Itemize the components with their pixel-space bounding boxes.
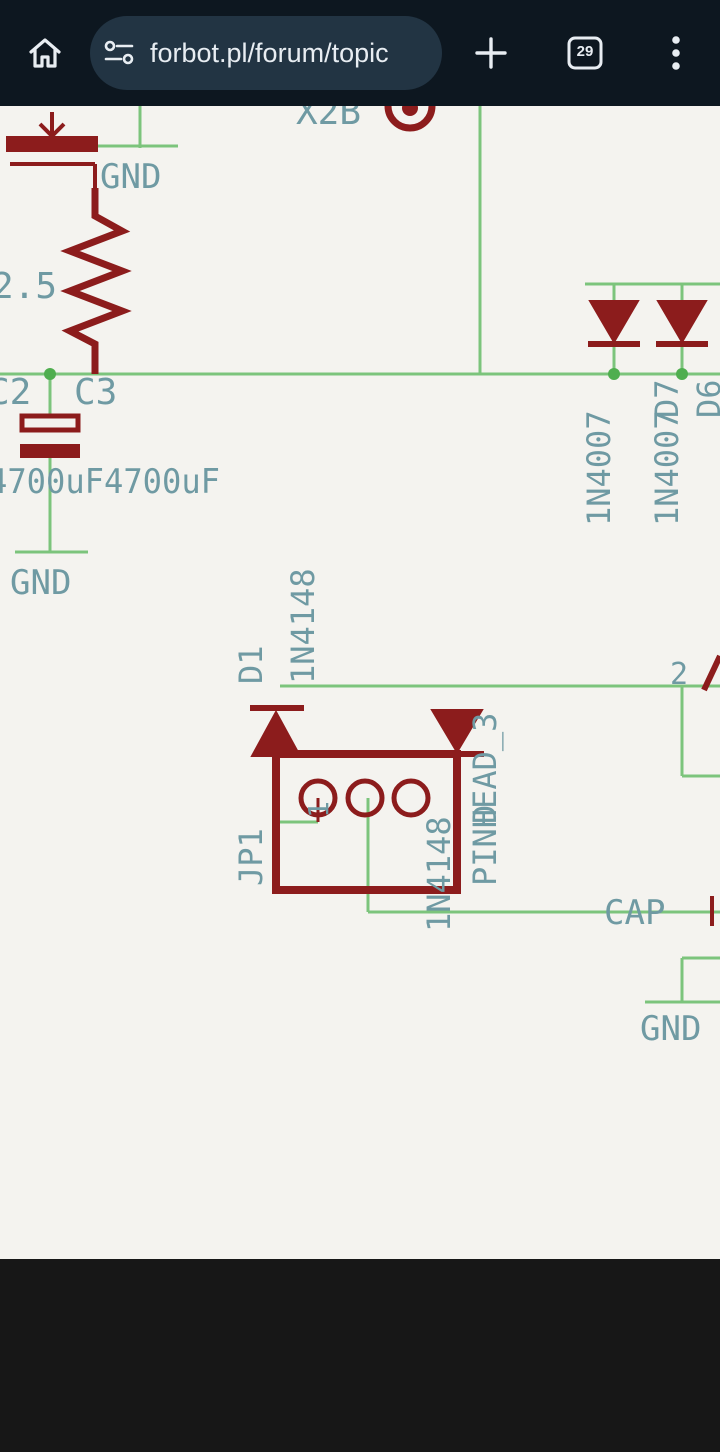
tab-switcher-button[interactable]	[553, 22, 617, 84]
wire-junctions	[44, 368, 688, 380]
label-d1: D1	[232, 645, 270, 684]
schematic-diagram: X2B GND 2.5 C2 C3 4700uF4700uF GND D1 1N…	[0, 106, 720, 1049]
label-d7-part: 1N4007	[580, 410, 618, 526]
label-d7: D7	[648, 379, 686, 418]
label-d2-part: 1N4148	[420, 816, 458, 932]
label-d6: D6	[690, 379, 720, 418]
plus-icon	[475, 37, 507, 69]
schematic-image-viewer[interactable]: X2B GND 2.5 C2 C3 4700uF4700uF GND D1 1N…	[0, 106, 720, 1259]
label-cap: CAP	[604, 893, 665, 933]
schematic-labels: X2B GND 2.5 C2 C3 4700uF4700uF GND D1 1N…	[0, 106, 720, 1049]
label-d6-part: 1N4007	[648, 410, 686, 526]
label-d2: D	[466, 805, 504, 824]
browser-toolbar: forbot.pl/forum/topic 29	[0, 0, 720, 106]
components	[6, 106, 720, 926]
label-gnd-right: GND	[640, 1009, 701, 1049]
label-pin-1: 1	[302, 801, 335, 818]
address-bar[interactable]: forbot.pl/forum/topic	[90, 16, 442, 90]
label-gnd-top: GND	[100, 157, 161, 197]
label-jp1: JP1	[232, 828, 270, 886]
label-pinhead: PINHEAD_3	[466, 713, 504, 886]
wires	[0, 106, 720, 1004]
home-icon	[29, 38, 61, 68]
page-bottom-background	[0, 1259, 720, 1452]
more-vert-icon	[672, 36, 680, 70]
label-capacitor-values: 4700uF4700uF	[0, 462, 220, 502]
label-c3: C3	[74, 372, 117, 413]
new-tab-button[interactable]	[460, 22, 522, 84]
site-settings-icon[interactable]	[104, 39, 134, 67]
label-r-value: 2.5	[0, 266, 57, 307]
label-gnd-left: GND	[10, 563, 71, 603]
label-x2b: X2B	[296, 106, 361, 133]
more-options-button[interactable]	[648, 22, 704, 84]
label-d1-part: 1N4148	[284, 568, 322, 684]
label-c2: C2	[0, 372, 31, 413]
url-text[interactable]: forbot.pl/forum/topic	[150, 38, 389, 68]
tab-switcher-icon	[567, 36, 603, 70]
label-pin-2: 2	[670, 657, 688, 692]
home-button[interactable]	[12, 22, 78, 84]
